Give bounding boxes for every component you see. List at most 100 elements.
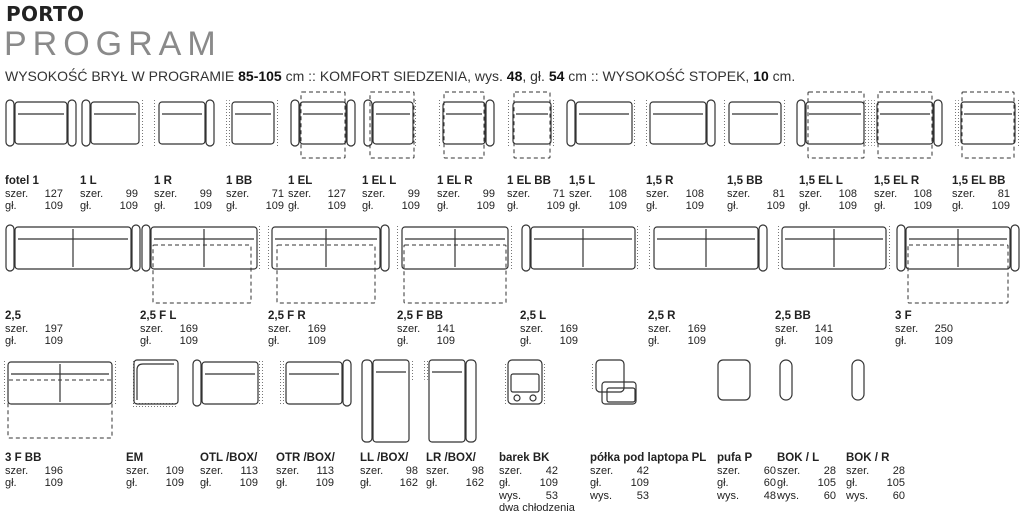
spec-value: 109 [838, 200, 857, 212]
corner-backrest [136, 363, 174, 400]
spec-value: 169 [559, 322, 578, 335]
extension-outline [877, 91, 933, 159]
spec-value: 169 [179, 322, 198, 335]
spec-key: szer. [226, 187, 250, 200]
module-body [530, 226, 636, 270]
spec-key: gł. [397, 335, 409, 347]
spec-value: 81 [772, 187, 785, 200]
spec-key: wys. [499, 489, 521, 502]
extension-outline [300, 91, 346, 159]
hatched-side [871, 100, 875, 146]
spec-value: 109 [44, 477, 63, 489]
spec-value: 109 [44, 200, 63, 212]
hatched-side [543, 362, 547, 406]
module-name: BOK / R [846, 452, 890, 464]
spec-key: gł. [276, 477, 288, 489]
spec-value: 109 [630, 477, 649, 489]
spec-row-depth: gł.109 [507, 200, 565, 213]
spec-value: 109 [119, 200, 138, 212]
spec-row-depth: gł.109 [288, 200, 346, 213]
module-body [14, 226, 132, 270]
spec-key: szer. [276, 464, 300, 477]
spec-key: gł. [5, 200, 17, 212]
spec-key: szer. [648, 322, 672, 335]
spec-row-depth: gł.109 [799, 200, 857, 213]
module-body [231, 101, 275, 145]
module-body [7, 361, 113, 405]
spec-row-width: szer.71 [226, 188, 284, 201]
spec-value: 53 [545, 489, 558, 502]
module-name: LR /BOX/ [426, 452, 476, 464]
hatched-side [275, 100, 279, 146]
spec-key: gł. [80, 200, 92, 212]
spec-key: szer. [80, 187, 104, 200]
spec-row-width: szer.60 [717, 465, 776, 478]
spec-row-depth: gł. 109 [5, 200, 63, 213]
spec-value: 98 [471, 464, 484, 477]
hatched-side [424, 360, 428, 380]
hatched-side [644, 100, 648, 146]
armrest [933, 99, 943, 147]
spec-row-width: szer.99 [154, 188, 212, 201]
module-name: 1 BB [226, 175, 253, 187]
module-name: 2,5 L [520, 310, 547, 322]
spec-key: szer. [952, 187, 976, 200]
spec-value: 60 [763, 464, 776, 477]
module-body [960, 101, 1016, 145]
spec-key: szer. [126, 464, 150, 477]
spec-key: gł. [140, 335, 152, 347]
spec-key: gł. [648, 335, 660, 347]
spec-row-depth: gł.109 [590, 477, 706, 490]
spec-row-depth: gł.109 [268, 335, 326, 348]
spec-value: 99 [407, 187, 420, 200]
module-name: 1,5 EL L [799, 175, 843, 187]
spec-key: wys. [777, 489, 799, 502]
spec-row-depth: gł.109 [569, 200, 627, 213]
hatched-side [648, 225, 652, 271]
module-body [905, 226, 1011, 270]
spec-row-depth: gł.109 [895, 335, 953, 348]
spec-row-depth: gł.109 [276, 477, 335, 490]
module-name: pufa P [717, 452, 753, 464]
module-name: OTR /BOX/ [276, 452, 335, 464]
spec-key: gł. [507, 200, 519, 212]
spec-value: 71 [552, 187, 565, 200]
spec-row-depth: gł. 109 [5, 477, 63, 490]
spec-row-depth: gł.109 [646, 200, 704, 213]
spec-key: gł. [5, 335, 17, 347]
spec-value: 108 [913, 187, 932, 200]
extension-outline [152, 244, 252, 304]
module-name: 2,5 F BB [397, 310, 444, 322]
spec-value: 109 [165, 464, 184, 477]
spec-segment: cm :: WYSOKOŚĆ STOPEK, [564, 68, 754, 84]
armrest [758, 224, 768, 272]
hatched-side [258, 225, 262, 271]
hatched-side [633, 100, 637, 146]
spec-value: 113 [316, 464, 334, 477]
spec-key: szer. [140, 322, 164, 335]
module-name: 1,5 R [646, 175, 674, 187]
module-body [401, 226, 509, 270]
spec-segment: 54 [548, 68, 565, 84]
spec-key: gł. [5, 477, 17, 489]
spec-key: gł. [727, 200, 739, 212]
spec-segment: 85-105 [238, 68, 282, 84]
armrest [796, 99, 806, 147]
spec-key: szer. [5, 322, 29, 335]
spec-row-depth: gł.109 [226, 200, 284, 213]
hatched-side [153, 100, 157, 146]
module-body [150, 226, 258, 270]
spec-row-depth: gł.109 [874, 200, 932, 213]
armrest [141, 224, 151, 272]
spec-key: szer. [397, 322, 421, 335]
module-body [575, 101, 633, 145]
armrest [290, 99, 300, 147]
spec-key: gł. [226, 200, 238, 212]
